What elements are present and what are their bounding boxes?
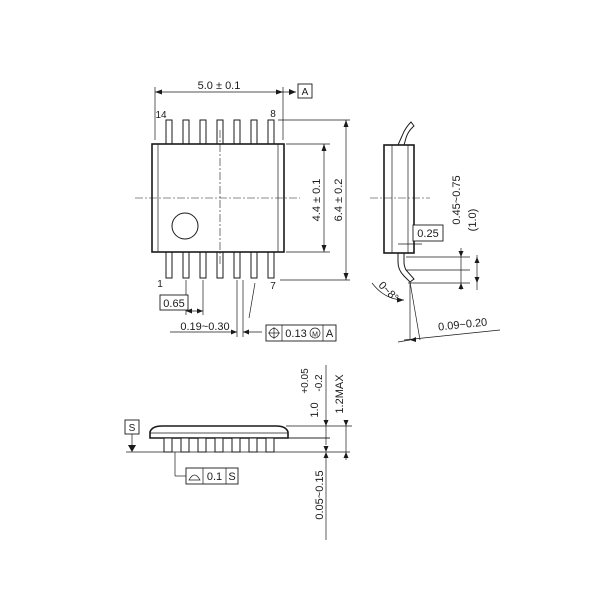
lead [182,249,190,279]
datum-a-box [297,83,313,99]
pin-14-label: 14 [155,110,167,121]
datum-a-label: A [302,87,309,98]
body-height-tol-minus: -0.2 [314,374,325,392]
lead [250,249,258,279]
pitch-dimension: 0.65 [163,298,184,310]
datum-s-label: S [129,423,136,434]
overall-width-dimension: 6.4 ± 0.2 [333,179,345,222]
lead [197,437,207,453]
front-view: S 0.1 S 1.0 +0.05 -0.2 1.2MAX 0.05~0 [124,365,352,540]
top-view: 5.0 ± 0.1 A 14 8 1 7 4.4 ± 0.1 6.4 ± 0.2… [135,80,350,342]
mmc-icon [309,327,321,339]
front-body [149,425,289,439]
footprint-ref-dimension: (1.0) [467,209,479,232]
position-datum: A [326,328,334,340]
lead [165,119,173,148]
gauge-box [412,224,444,242]
mmc-symbol: M [312,332,318,339]
pin-7-label: 7 [270,281,276,292]
side-view: 0.25 0.45~0.75 (1.0) 0~8° 0.09~0.20 [370,121,501,343]
lead [233,119,241,148]
profile-icon [188,474,201,481]
lead-width-dimension: 0.19~0.30 [180,321,229,333]
pin-1-label: 1 [157,279,163,290]
lead [199,119,207,148]
lead [248,437,258,453]
lead [182,119,190,148]
foot-length-dimension: 0.45~0.75 [451,175,463,224]
width-dimension: 5.0 ± 0.1 [198,80,241,92]
pin1-marker [171,212,199,240]
side-body [383,144,415,254]
lead [233,249,241,279]
gauge-dimension: 0.25 [417,228,438,240]
position-tolerance-frame: 0.13 M A [265,324,337,342]
lead-thickness-dimension: 0.09~0.20 [438,316,488,333]
lead [267,119,275,148]
flatness-tolerance-value: 0.1 [207,471,222,483]
lead [265,437,275,453]
pin-8-label: 8 [270,109,276,120]
lead [267,249,275,279]
body-height-dimension: 1.0 [309,402,321,417]
body-height-tol-plus: +0.05 [300,368,311,394]
body-width-dimension: 4.4 ± 0.1 [311,179,323,222]
max-height-dimension: 1.2MAX [334,374,346,414]
lead [199,249,207,279]
lead [163,437,173,453]
lead [250,119,258,148]
flatness-tolerance-frame: 0.1 S [185,467,239,485]
standoff-dimension: 0.05~0.15 [314,470,326,519]
lead [165,249,173,279]
lead [180,437,190,453]
angle-dimension: 0~8° [376,279,401,304]
lead [231,437,241,453]
position-tolerance-value: 0.13 [285,328,306,340]
pitch-box [159,294,189,311]
front-leads [163,437,275,453]
flatness-datum: S [228,471,235,483]
lead [214,437,224,453]
